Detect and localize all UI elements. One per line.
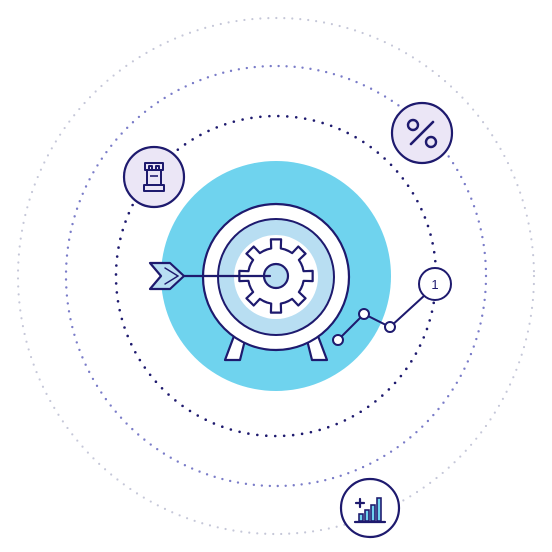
progress-path <box>332 294 426 346</box>
middle-orbit-ring <box>64 64 488 488</box>
chess-rook-icon <box>122 145 186 209</box>
progress-node <box>358 308 370 320</box>
arrow-fletching <box>148 261 186 291</box>
percent-icon <box>390 101 454 165</box>
step-badge: 1 <box>418 267 452 301</box>
progress-node <box>384 321 396 333</box>
arrow-icon <box>148 261 272 291</box>
growth-chart-icon <box>339 477 401 539</box>
step-badge-number: 1 <box>431 277 438 292</box>
outer-orbit-ring <box>16 16 536 536</box>
progress-node <box>332 334 344 346</box>
